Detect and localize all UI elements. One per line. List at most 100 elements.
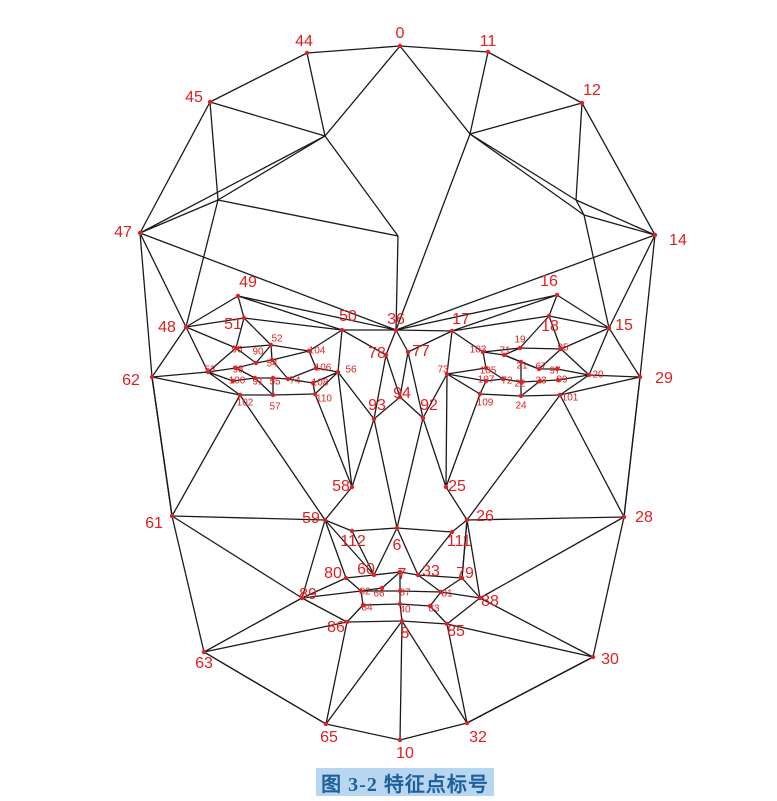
landmark-point-93 bbox=[371, 416, 377, 422]
landmark-label-26: 26 bbox=[476, 508, 494, 525]
mesh-edge bbox=[479, 516, 625, 599]
landmark-label-19: 19 bbox=[514, 335, 526, 346]
mesh-edge bbox=[502, 378, 522, 383]
landmark-label-95: 95 bbox=[557, 343, 569, 354]
landmark-label-23: 23 bbox=[535, 376, 547, 387]
landmark-point-94 bbox=[397, 394, 403, 400]
landmark-label-59: 59 bbox=[302, 510, 320, 527]
mesh-edge bbox=[399, 45, 489, 53]
landmark-label-49: 49 bbox=[239, 274, 257, 291]
mesh-edge bbox=[308, 329, 343, 352]
landmark-point-83 bbox=[427, 603, 433, 609]
mesh-edge bbox=[520, 394, 561, 397]
mesh-edge bbox=[399, 603, 403, 622]
landmark-point-47 bbox=[137, 230, 143, 236]
mesh-edge bbox=[207, 371, 241, 396]
landmark-label-25: 25 bbox=[448, 478, 466, 495]
mesh-edge bbox=[171, 515, 303, 599]
mesh-edges bbox=[139, 45, 656, 741]
mesh-edge bbox=[401, 620, 448, 625]
landmark-label-8: 8 bbox=[401, 625, 410, 642]
landmark-point-55 bbox=[270, 375, 276, 381]
mesh-edge bbox=[360, 587, 383, 592]
landmark-label-18: 18 bbox=[541, 318, 559, 335]
mesh-edge bbox=[556, 368, 590, 376]
landmark-point-65 bbox=[323, 721, 329, 727]
landmark-label-106: 106 bbox=[315, 363, 332, 374]
landmark-point-8 bbox=[399, 618, 405, 624]
landmark-point-63 bbox=[201, 649, 207, 655]
landmark-label-91: 91 bbox=[252, 377, 264, 388]
mesh-edge bbox=[588, 327, 610, 376]
landmark-point-79 bbox=[459, 575, 465, 581]
landmark-point-99 bbox=[555, 377, 561, 383]
mesh-edge bbox=[235, 367, 256, 379]
mesh-edge bbox=[325, 620, 403, 725]
landmark-label-78: 78 bbox=[368, 345, 386, 362]
landmark-label-88: 88 bbox=[481, 593, 499, 610]
mesh-edge bbox=[351, 530, 375, 576]
landmark-point-61 bbox=[169, 513, 175, 519]
landmark-label-54: 54 bbox=[266, 359, 278, 370]
mesh-edge bbox=[466, 519, 481, 599]
landmark-label-15: 15 bbox=[615, 317, 633, 334]
mesh-edge bbox=[503, 347, 521, 356]
landmark-label-111: 111 bbox=[447, 533, 471, 550]
mesh-edge bbox=[381, 571, 401, 589]
mesh-edge bbox=[461, 519, 468, 579]
mesh-edge bbox=[482, 351, 505, 356]
landmark-label-89: 89 bbox=[299, 586, 317, 603]
landmark-point-62 bbox=[149, 374, 155, 380]
landmark-point-30 bbox=[590, 654, 596, 660]
mesh-edge bbox=[270, 344, 273, 361]
mesh-edge bbox=[451, 294, 558, 332]
mesh-edge bbox=[373, 571, 401, 576]
mesh-edge bbox=[203, 651, 327, 725]
landmark-point-14 bbox=[652, 232, 658, 238]
landmark-label-14: 14 bbox=[669, 232, 687, 249]
landmark-point-49 bbox=[235, 293, 241, 299]
mesh-edge bbox=[139, 135, 326, 234]
mesh-edge bbox=[324, 519, 347, 579]
landmark-point-105 bbox=[483, 365, 489, 371]
landmark-point-112 bbox=[349, 528, 355, 534]
landmark-label-33: 33 bbox=[422, 563, 440, 580]
landmark-point-110 bbox=[312, 391, 318, 397]
mesh-edge bbox=[341, 329, 387, 356]
landmark-label-21: 21 bbox=[516, 361, 528, 372]
landmark-point-0 bbox=[397, 43, 403, 49]
landmark-point-85 bbox=[444, 621, 450, 627]
mesh-edge bbox=[466, 656, 594, 724]
mesh-edge bbox=[151, 376, 173, 517]
landmark-point-45 bbox=[207, 99, 213, 105]
landmark-label-12: 12 bbox=[583, 82, 601, 99]
mesh-edge bbox=[207, 371, 234, 382]
mesh-edge bbox=[556, 294, 610, 329]
mesh-edge bbox=[407, 330, 453, 353]
mesh-edge bbox=[429, 591, 442, 607]
mesh-edge bbox=[345, 577, 362, 592]
landmark-label-107: 107 bbox=[478, 375, 495, 386]
mesh-edge bbox=[461, 577, 481, 599]
mesh-edge bbox=[440, 591, 481, 599]
landmark-label-109: 109 bbox=[477, 398, 494, 409]
mesh-edge bbox=[399, 571, 419, 576]
landmark-label-98: 98 bbox=[232, 365, 244, 376]
mesh-edge bbox=[469, 51, 489, 135]
landmark-point-104 bbox=[306, 348, 312, 354]
landmark-label-24: 24 bbox=[515, 401, 527, 412]
landmark-point-18 bbox=[546, 313, 552, 319]
mesh-edge bbox=[185, 317, 245, 328]
mesh-edge bbox=[185, 326, 209, 373]
mesh-edge bbox=[446, 373, 487, 382]
landmark-label-16: 16 bbox=[540, 273, 558, 290]
mesh-edge bbox=[243, 317, 343, 331]
mesh-edge bbox=[235, 347, 257, 364]
landmark-point-73 bbox=[444, 371, 450, 377]
landmark-points bbox=[137, 43, 658, 743]
mesh-edge bbox=[346, 604, 364, 623]
mesh-edge bbox=[209, 52, 308, 103]
landmark-label-87: 87 bbox=[399, 588, 411, 599]
mesh-edge bbox=[399, 722, 468, 741]
mesh-edge bbox=[583, 214, 656, 236]
